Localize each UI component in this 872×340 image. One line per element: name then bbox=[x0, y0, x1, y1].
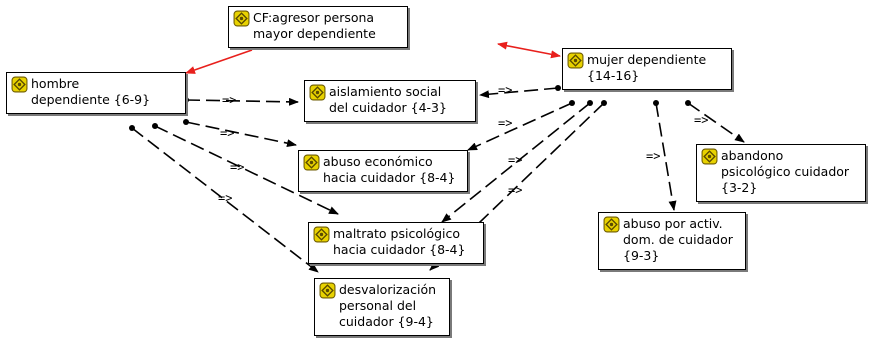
node-mujer-dependiente[interactable]: mujer dependiente {14-16} bbox=[562, 48, 732, 90]
relation-label: => bbox=[230, 160, 245, 174]
node-label: abandono psicológico cuidador {3-2} bbox=[721, 148, 850, 195]
relation-label: => bbox=[218, 191, 233, 205]
link-mujer-aislamiento[interactable] bbox=[479, 87, 559, 99]
node-cf-agresor[interactable]: CF:agresor persona mayor dependiente bbox=[228, 6, 408, 48]
node-desvalorizacion-personal[interactable]: desvalorización personal del cuidador {9… bbox=[314, 278, 450, 336]
code-icon bbox=[701, 148, 718, 165]
link-mujer-abuso-economico[interactable] bbox=[467, 102, 573, 151]
node-hombre-dependiente[interactable]: hombre dependiente {6-9} bbox=[6, 72, 186, 114]
link-cf-mujer[interactable] bbox=[497, 41, 561, 59]
node-label: aislamiento social del cuidador {4-3} bbox=[329, 84, 447, 115]
link-hombre-maltrato[interactable] bbox=[154, 125, 339, 215]
relation-label: => bbox=[498, 116, 513, 130]
relation-label: => bbox=[508, 183, 523, 197]
link-mujer-abuso-activ[interactable] bbox=[655, 102, 677, 211]
relation-label: => bbox=[646, 149, 661, 163]
node-label: maltrato psicológico hacia cuidador {8-4… bbox=[333, 226, 466, 257]
node-abandono-psicologico[interactable]: abandono psicológico cuidador {3-2} bbox=[696, 144, 866, 202]
node-label: hombre dependiente {6-9} bbox=[31, 76, 151, 107]
code-icon bbox=[303, 154, 320, 171]
code-icon bbox=[603, 216, 620, 233]
link-cf-hombre[interactable] bbox=[185, 49, 253, 74]
node-label: mujer dependiente {14-16} bbox=[587, 52, 707, 83]
node-abuso-actividades[interactable]: abuso por activ. dom. de cuidador {9-3} bbox=[598, 212, 746, 270]
node-label: desvalorización personal del cuidador {9… bbox=[339, 282, 437, 329]
link-mujer-maltrato[interactable] bbox=[441, 102, 591, 223]
code-icon bbox=[567, 52, 584, 69]
code-icon bbox=[313, 226, 330, 243]
code-icon bbox=[309, 84, 326, 101]
code-icon bbox=[319, 282, 336, 299]
relation-label: => bbox=[694, 113, 709, 127]
node-aislamiento-social[interactable]: aislamiento social del cuidador {4-3} bbox=[304, 80, 476, 122]
relation-label: => bbox=[220, 126, 235, 140]
relation-label: => bbox=[222, 93, 237, 107]
relation-label: => bbox=[508, 153, 523, 167]
code-icon bbox=[11, 76, 28, 93]
relation-label: => bbox=[498, 83, 513, 97]
code-icon bbox=[233, 10, 250, 27]
link-hombre-abuso-economico[interactable] bbox=[185, 121, 297, 148]
link-mujer-abandono[interactable] bbox=[687, 102, 745, 143]
node-label: abuso económico hacia cuidador {8-4} bbox=[323, 154, 456, 185]
node-label: CF:agresor persona mayor dependiente bbox=[253, 10, 376, 41]
node-abuso-economico[interactable]: abuso económico hacia cuidador {8-4} bbox=[298, 150, 468, 192]
link-hombre-aislamiento[interactable] bbox=[185, 97, 299, 106]
node-maltrato-psicologico[interactable]: maltrato psicológico hacia cuidador {8-4… bbox=[308, 222, 484, 264]
node-label: abuso por activ. dom. de cuidador {9-3} bbox=[623, 216, 733, 263]
